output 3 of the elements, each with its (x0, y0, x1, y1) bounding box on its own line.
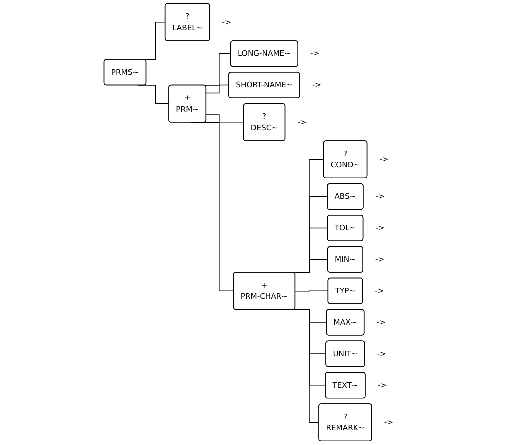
connector (206, 84, 230, 94)
connector (206, 114, 244, 124)
connector (295, 290, 329, 292)
